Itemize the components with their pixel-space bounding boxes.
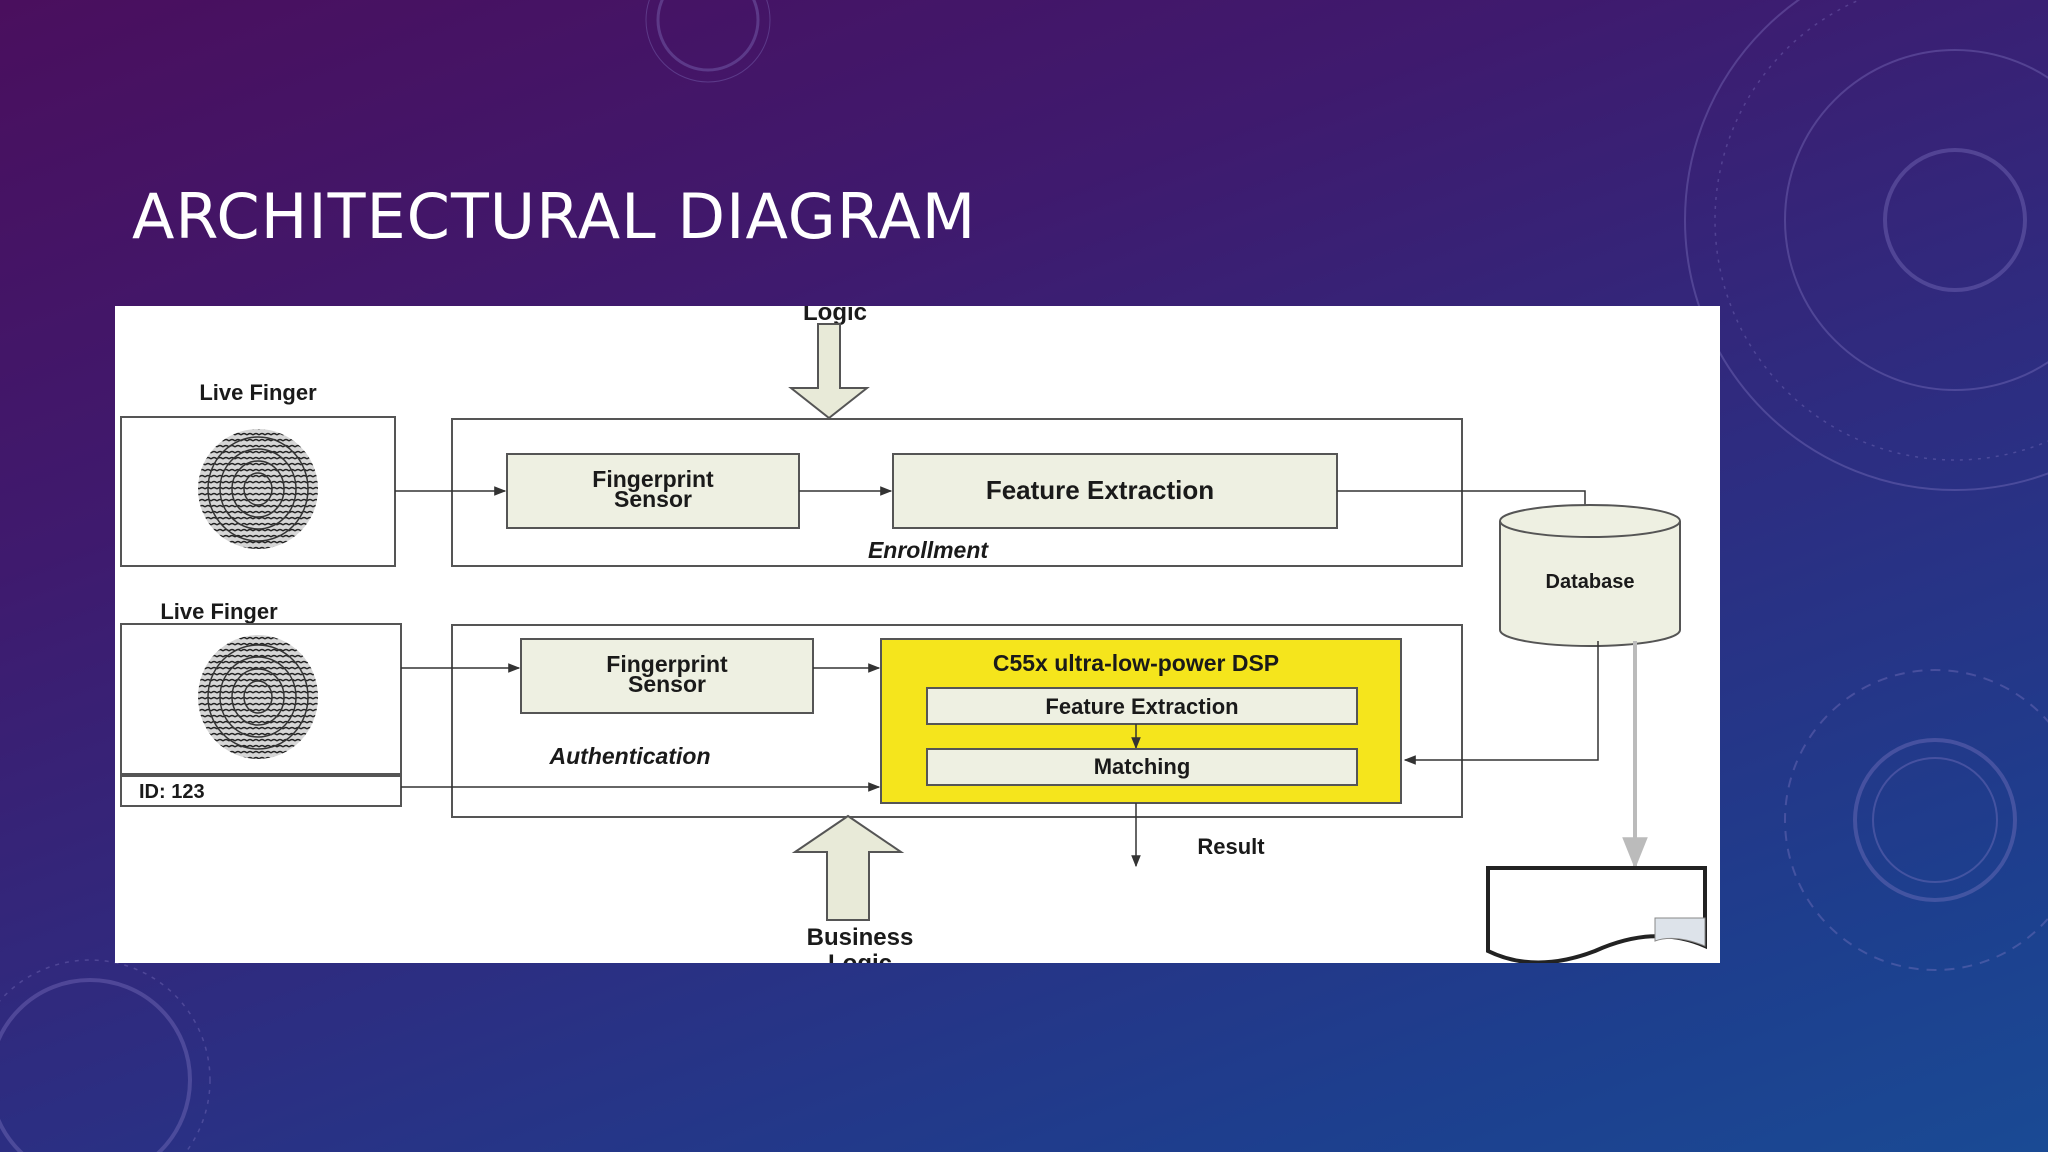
dsp-title: C55x ultra-low-power DSP — [993, 650, 1279, 676]
auth-id-label: ID: 123 — [139, 781, 205, 803]
database-cylinder — [1499, 504, 1681, 647]
result-label: Result — [1197, 834, 1265, 859]
auth-fingerprint-ridges — [207, 644, 309, 750]
dsp-feature-extraction-label: Feature Extraction — [1045, 694, 1238, 719]
enroll-sensor-box — [506, 453, 800, 529]
slide-title: ARCHITECTURAL DIAGRAM — [132, 180, 977, 253]
enroll-fingerprint-image — [198, 429, 318, 549]
auth-id-box — [120, 775, 402, 807]
database-label: Database — [1546, 571, 1635, 593]
enrollment-label: Enrollment — [868, 537, 989, 563]
report-document-shape — [1486, 866, 1707, 963]
enrollment-section — [451, 418, 1463, 567]
bottom-logic-arrow — [791, 814, 905, 921]
top-arrow-label: Logic — [803, 306, 867, 326]
bottom-arrow-label-2: Logic — [828, 950, 892, 963]
enroll-feature-extraction-label: Feature Extraction — [986, 475, 1214, 505]
auth-fingerprint-image — [198, 635, 318, 759]
auth-sensor-box — [520, 638, 814, 714]
authentication-label: Authentication — [549, 743, 711, 769]
architecture-diagram: Logic Live Finger Fingerprint Sensor Fea… — [115, 306, 1720, 963]
enroll-sensor-label-2: Sensor — [614, 486, 692, 512]
enroll-sensor-label-1: Fingerprint — [592, 466, 714, 492]
auth-finger-label: Live Finger — [160, 599, 278, 624]
dsp-feature-extraction-box — [926, 687, 1358, 725]
enroll-finger-label: Live Finger — [199, 380, 317, 405]
dsp-matching-label: Matching — [1094, 754, 1191, 779]
top-logic-arrow — [788, 323, 870, 420]
bottom-arrow-label-1: Business — [807, 924, 914, 951]
auth-sensor-label-1: Fingerprint — [606, 651, 728, 677]
auth-sensor-label-2: Sensor — [628, 671, 706, 697]
dsp-matching-box — [926, 748, 1358, 786]
enroll-fingerprint-ridges — [207, 436, 309, 542]
diagram-canvas: Logic Live Finger Fingerprint Sensor Fea… — [120, 306, 1707, 963]
authentication-section — [451, 624, 1463, 818]
enroll-feature-extraction-box — [892, 453, 1338, 529]
